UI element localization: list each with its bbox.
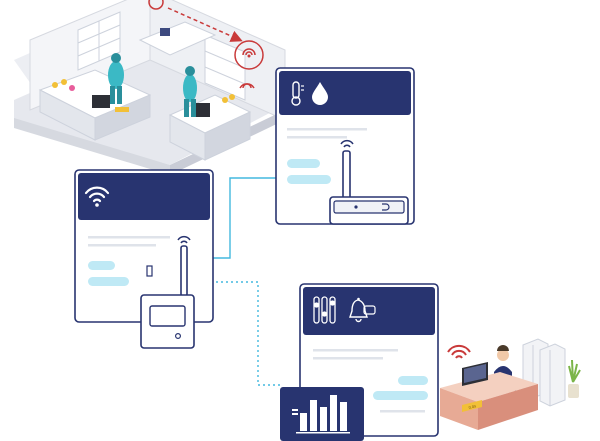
status-pill xyxy=(88,261,115,270)
status-pill xyxy=(287,159,320,168)
card-header xyxy=(303,287,435,335)
alarm-signal-icon xyxy=(447,345,471,359)
potted-plant xyxy=(568,359,581,398)
status-pill xyxy=(88,277,129,286)
wifi-icon xyxy=(84,186,110,207)
thermometer-icon xyxy=(291,81,304,106)
lab-technician-2 xyxy=(183,66,197,117)
isometric-laboratory xyxy=(14,0,286,175)
sliders-icon xyxy=(313,296,336,324)
lab-bench-right xyxy=(168,94,252,161)
alerts-dashboard-card xyxy=(280,283,439,441)
card-header xyxy=(279,71,411,115)
nameplate-text: 0.0s xyxy=(468,403,477,410)
alarm-flow-arrow xyxy=(167,7,243,42)
card-header xyxy=(78,173,210,220)
lab-cabinets xyxy=(77,11,246,101)
desk-nameplate xyxy=(462,400,482,412)
status-pill xyxy=(373,391,428,400)
status-pill xyxy=(398,376,428,385)
alarm-signal-icon xyxy=(148,0,264,89)
water-drop-icon xyxy=(312,82,328,105)
lab-technician-1 xyxy=(108,53,124,104)
wireless-sensor-logger xyxy=(329,139,409,225)
environment-monitor-card xyxy=(275,67,415,225)
bell-icon xyxy=(349,297,376,323)
wifi-gateway-device xyxy=(140,235,195,349)
lab-bench-left xyxy=(38,69,152,141)
status-pill xyxy=(287,175,331,184)
isometric-office-desk: 0.0s xyxy=(440,338,581,430)
analytics-monitor xyxy=(280,387,364,441)
wifi-gateway-card xyxy=(74,169,214,349)
